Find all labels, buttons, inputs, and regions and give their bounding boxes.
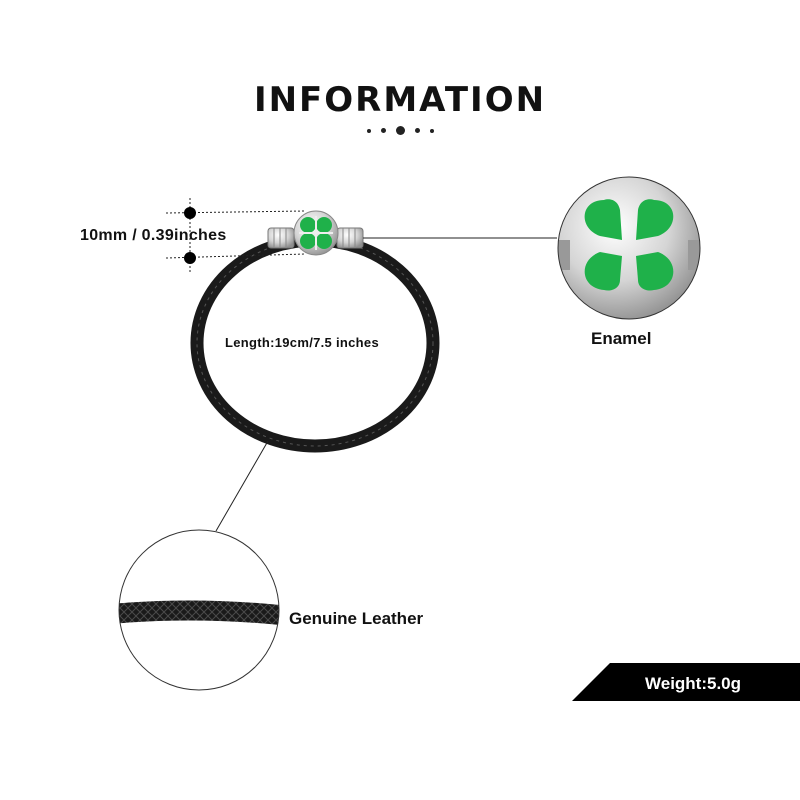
enamel-zoom xyxy=(557,176,701,320)
clasp-size-label: 10mm / 0.39inches xyxy=(80,227,227,244)
dimension-marker xyxy=(165,198,306,272)
page-title: INFORMATION xyxy=(253,80,547,120)
weight-banner xyxy=(572,663,800,701)
leather-connector xyxy=(215,440,269,532)
clover-clasp-icon xyxy=(293,210,339,256)
clasp-end-caps xyxy=(267,227,364,249)
title-decoration-dots xyxy=(0,126,800,135)
leather-label: Genuine Leather xyxy=(289,609,424,628)
enamel-label: Enamel xyxy=(591,329,652,348)
braided-leather-icon xyxy=(118,529,280,691)
length-label: Length:19cm/7.5 inches xyxy=(225,335,379,350)
weight-label: Weight:5.0g xyxy=(645,674,742,693)
